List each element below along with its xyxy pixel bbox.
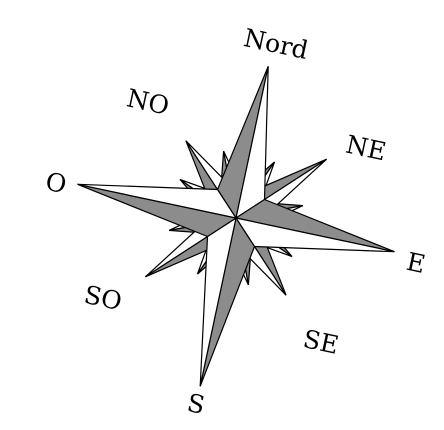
label-southwest: SO bbox=[82, 282, 124, 314]
label-northeast: NE bbox=[344, 132, 388, 165]
label-southeast: SE bbox=[301, 326, 341, 358]
